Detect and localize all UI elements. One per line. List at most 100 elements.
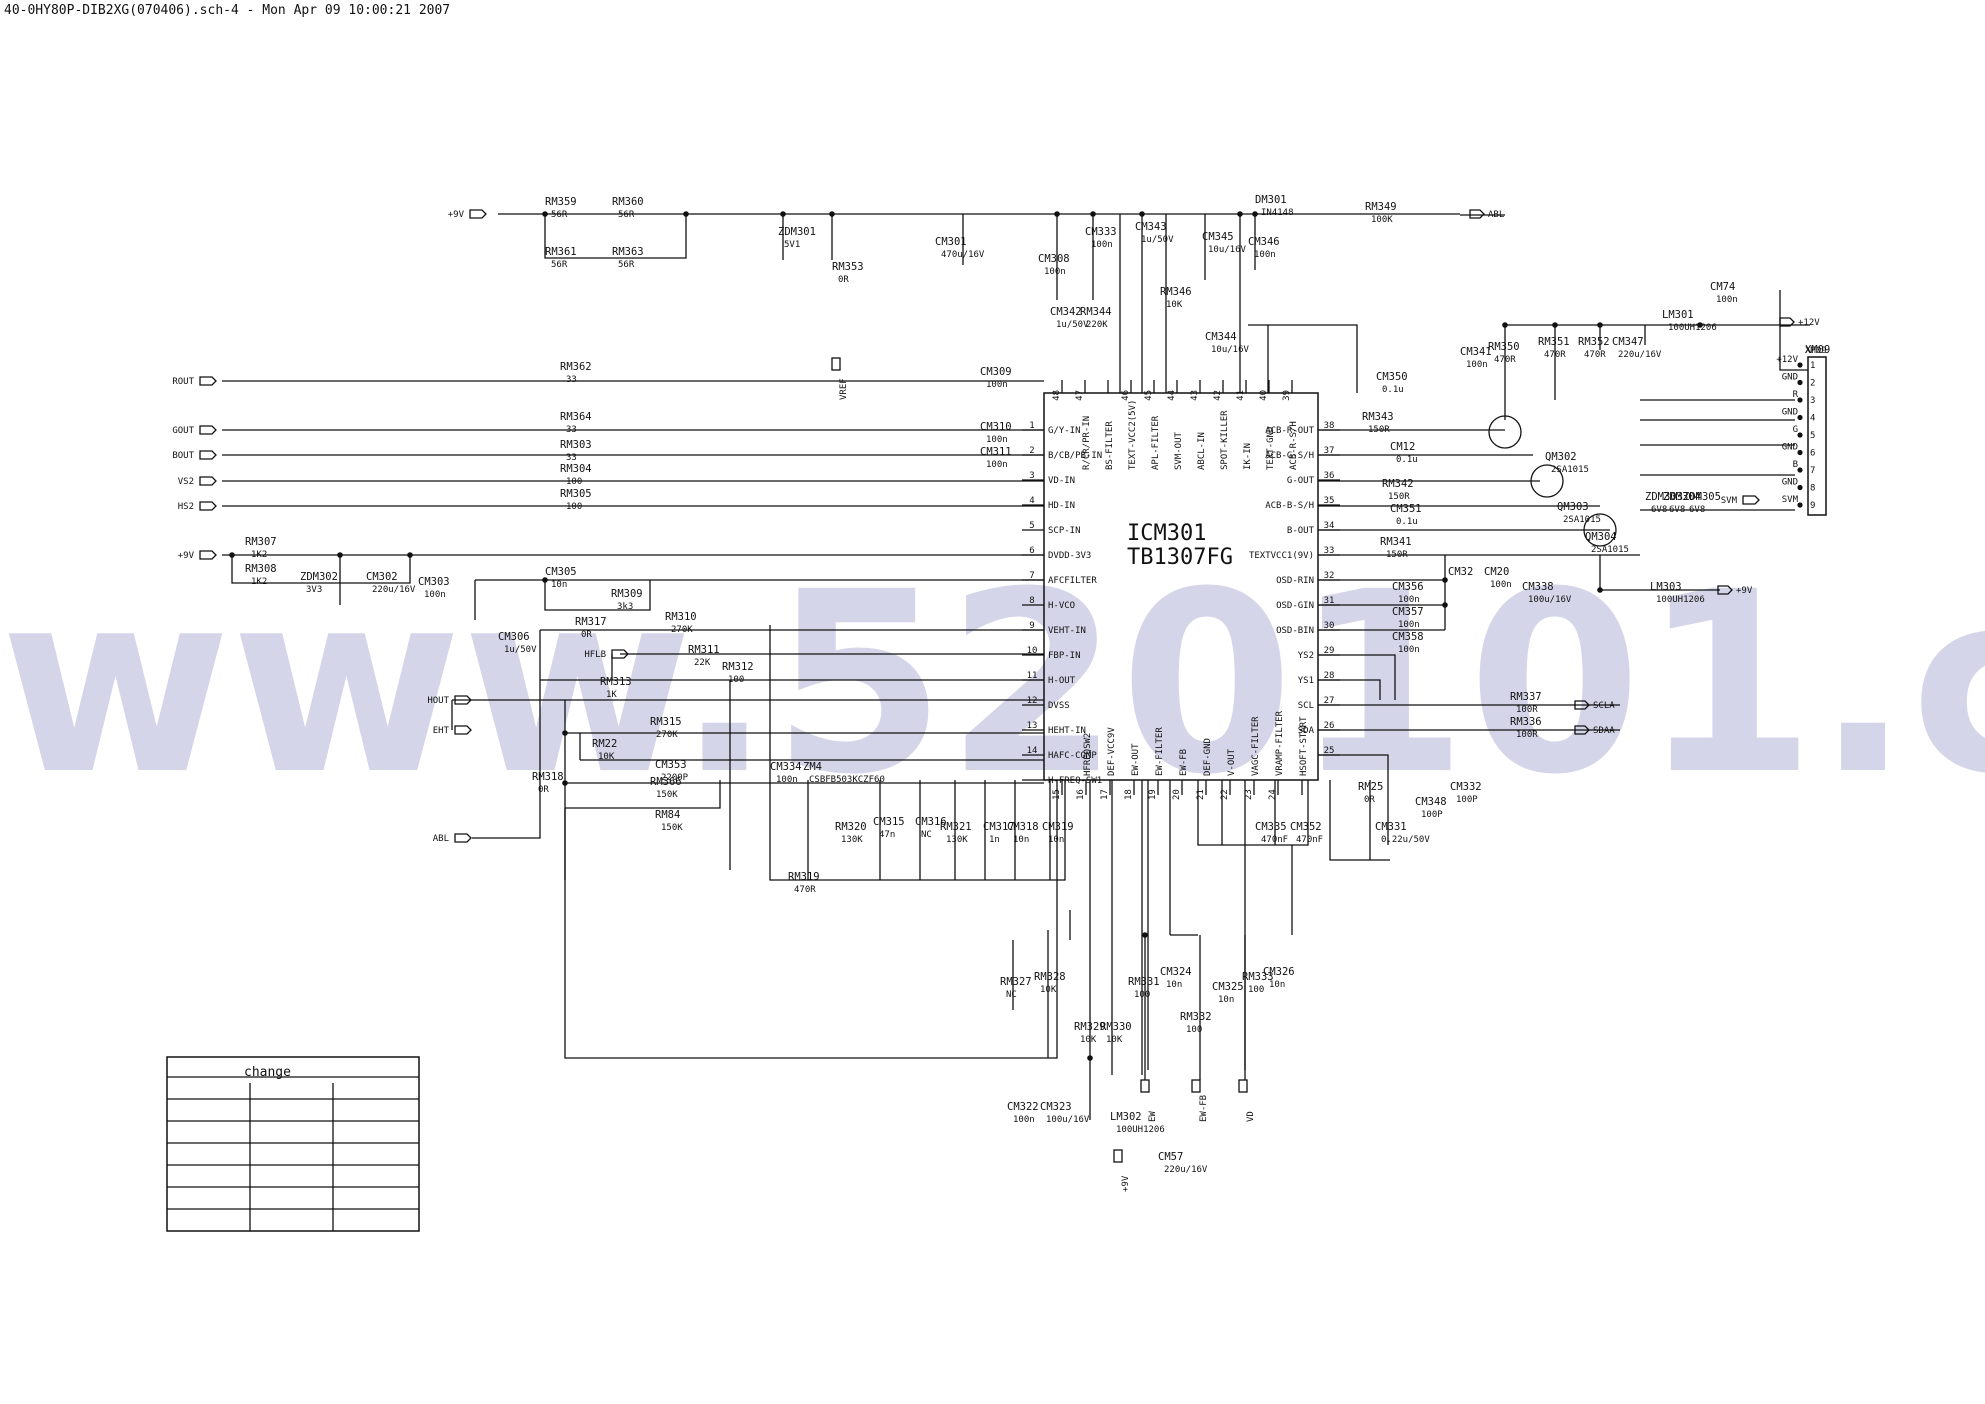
port-label: ABL (433, 834, 449, 844)
ic-pin-number: 18 (1124, 789, 1134, 800)
component-ref: CM315 (873, 816, 905, 828)
component-ref: ZDM302 (300, 571, 338, 583)
ic-pin-name: TEXT-GND (1266, 427, 1276, 470)
port-tag: SDAA (1574, 725, 1615, 736)
component-value: 470nF (1261, 835, 1288, 845)
junction-dot (542, 211, 548, 217)
port-flag (1191, 1079, 1201, 1093)
ic-pin-number: 10 (1027, 646, 1038, 656)
component-labels: RM35956RRM36056RRM36156RRM36356RZDM3015V… (229, 194, 1830, 1175)
component-ref: CM345 (1202, 231, 1234, 243)
component-value: 1n (989, 835, 1000, 845)
ic-pin-name: VRAMP-FILTER (1275, 710, 1285, 776)
connector-pin-dot (1797, 502, 1803, 508)
connector-pin-dot (1797, 449, 1803, 456)
component-value: 0R (538, 785, 549, 795)
connector-pin-dot (1797, 484, 1803, 491)
component-ref: CM12 (1390, 441, 1415, 453)
component-ref: RM336 (1510, 716, 1542, 728)
component-ref: CM338 (1522, 581, 1554, 593)
change-table-title: change (244, 1065, 291, 1080)
junction-dot (1054, 211, 1060, 217)
component-ref: CM20 (1484, 566, 1509, 578)
component-ref: RM341 (1380, 536, 1412, 548)
ic-pin-number: 33 (1324, 546, 1335, 556)
port-flag (1113, 1149, 1123, 1163)
component-ref: RM311 (688, 644, 720, 656)
component-ref: RM333 (1242, 971, 1274, 983)
junction-dot (407, 552, 413, 558)
component-ref: CM334 (770, 761, 802, 773)
component-value: 220u/16V (1618, 350, 1662, 360)
port-flag (199, 476, 217, 486)
component-ref: CM308 (1038, 253, 1070, 265)
connector-pin-label: GND (1782, 443, 1798, 453)
connector-pin-dot (1797, 379, 1803, 386)
component-ref: RM25 (1358, 781, 1383, 793)
component-value: 470R (1584, 350, 1606, 360)
component-value: 100UH1206 (1668, 323, 1717, 333)
component-ref: ZDM304 (1663, 491, 1701, 503)
port-flag (1140, 1079, 1150, 1093)
junction-dot (1442, 602, 1448, 608)
ic-pin-name: YS1 (1298, 676, 1314, 686)
ic-body (1043, 392, 1319, 781)
component-ref: CM316 (915, 816, 947, 828)
ic-pin-name: VAGC-FILTER (1251, 716, 1261, 776)
ic-pin-number: 14 (1027, 746, 1038, 756)
component-ref: RM360 (612, 196, 644, 208)
junction-dot (1697, 322, 1703, 328)
connector-pin-label: GND (1782, 478, 1798, 488)
component-value: 2SA1015 (1551, 465, 1589, 475)
transistor-qm304 (1583, 513, 1617, 547)
ic-pin-name: H-OUT (1048, 676, 1076, 686)
port-label: +9V (448, 210, 465, 220)
component-ref: RM351 (1538, 336, 1570, 348)
port-label: ROUT (172, 377, 194, 387)
port-tag: GOUT (172, 425, 217, 436)
ic-pin-number: 26 (1324, 721, 1335, 731)
ic-pin-number: 16 (1076, 789, 1086, 800)
port-flag (1469, 209, 1485, 219)
component-ref: RM349 (1365, 201, 1397, 213)
port-flag (199, 501, 217, 511)
connector-pin-number: 1 (1810, 361, 1815, 371)
port-flag (199, 425, 217, 435)
junction-dot (1237, 211, 1243, 217)
component-value: 10u/16V (1211, 345, 1250, 355)
component-value: 270K (656, 730, 678, 740)
junction-dot (542, 577, 548, 583)
ic-pin-number: 42 (1213, 390, 1223, 401)
ic-pin-number: 24 (1268, 789, 1278, 800)
component-ref: RM330 (1100, 1021, 1132, 1033)
port-tag: +9V (1113, 1149, 1131, 1192)
port-label: BOUT (172, 451, 194, 461)
page-title: 40-0HY80P-DIB2XG(070406).sch-4 - Mon Apr… (4, 3, 450, 18)
ic-pin-name: ACB-R-OUT (1265, 426, 1314, 436)
component-value: 100P (1421, 810, 1443, 820)
component-ref: CM350 (1376, 371, 1408, 383)
connector-pin-dot (1797, 397, 1803, 403)
port-label: EW (1148, 1111, 1158, 1122)
component-value: 100u/16V (1046, 1115, 1090, 1125)
